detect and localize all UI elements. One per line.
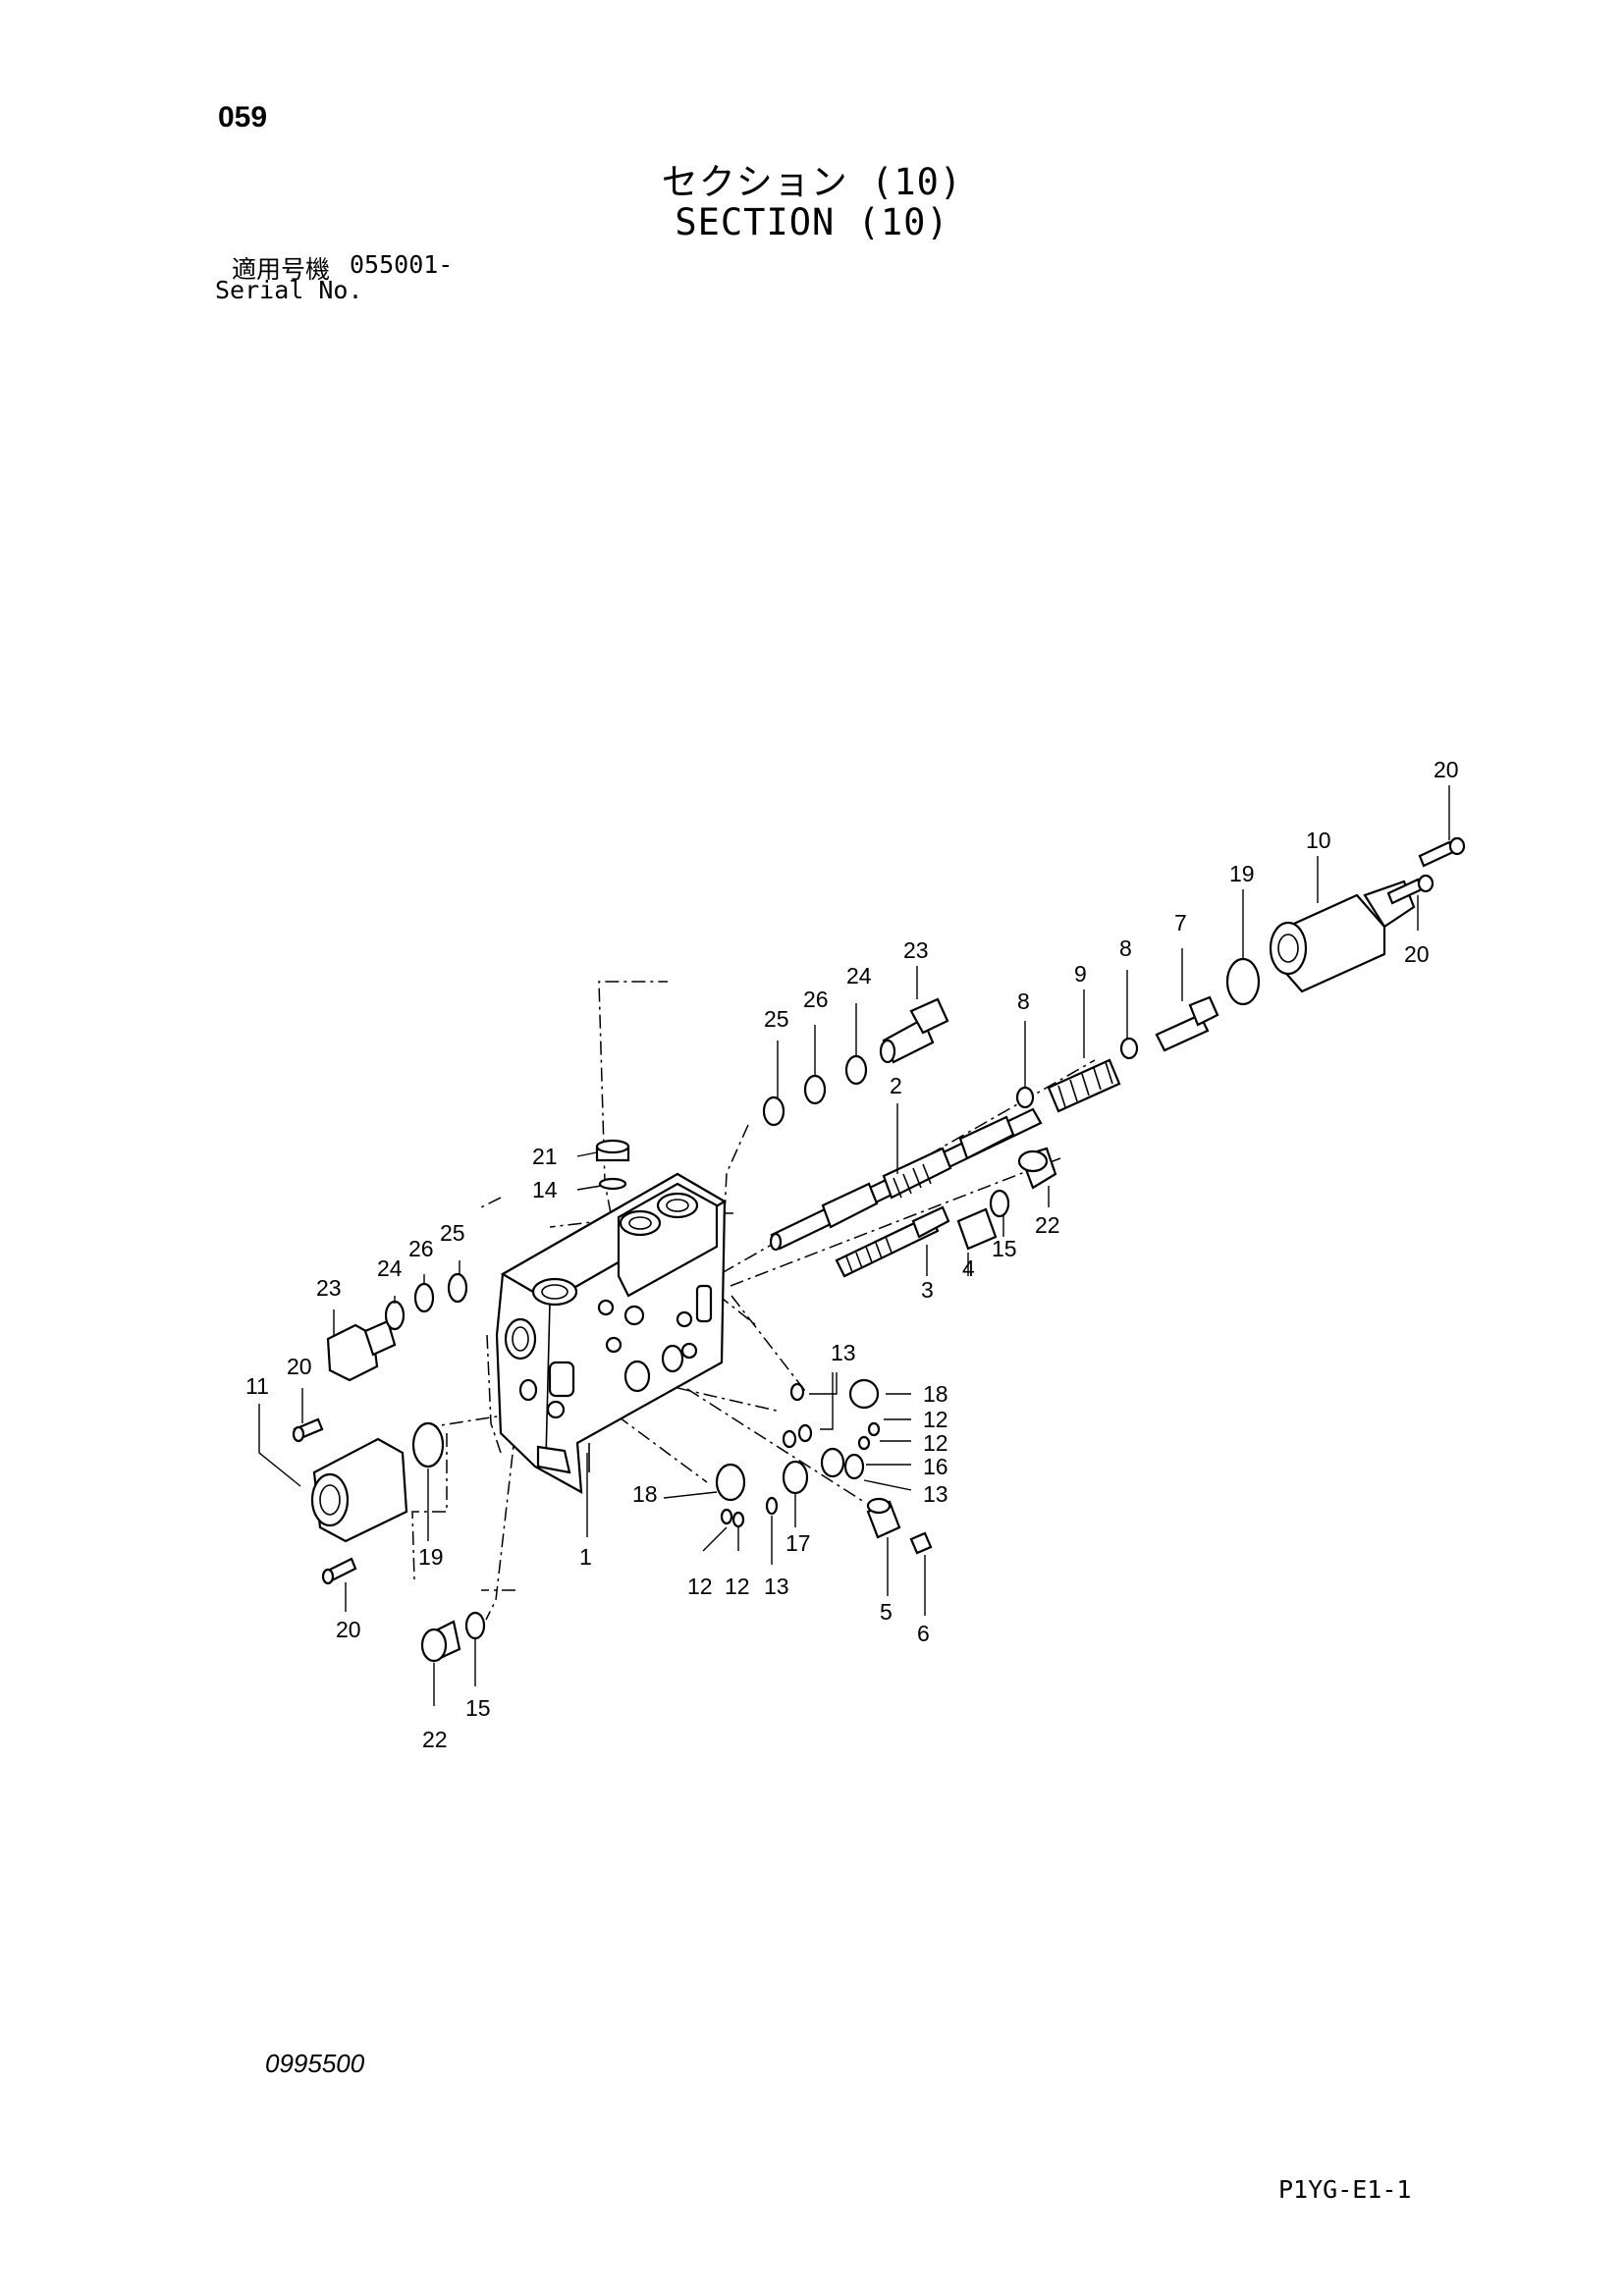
- callout-label: 3: [921, 1277, 934, 1303]
- callout-label: 9: [1074, 961, 1087, 987]
- callout-label: 23: [903, 937, 929, 963]
- callout-label: 12: [725, 1574, 750, 1599]
- callout-label: 25: [440, 1220, 465, 1246]
- callout-label: 12: [923, 1430, 948, 1456]
- callout-label: 8: [1119, 935, 1132, 961]
- callout-label: 17: [785, 1530, 811, 1556]
- valve-body: [495, 1172, 728, 1494]
- section-title-jp: セクション (10): [661, 161, 963, 203]
- leader-lines: [258, 785, 1450, 1706]
- callout-label: 14: [532, 1177, 558, 1202]
- callout-label: 20: [336, 1617, 361, 1642]
- serial-number-value: 055001-: [350, 250, 454, 279]
- callout-label: 22: [422, 1727, 448, 1752]
- cap-left: [292, 1417, 445, 1543]
- orings-top: [762, 1054, 868, 1127]
- callout-label: 18: [632, 1481, 658, 1507]
- callout-label: 1: [579, 1544, 592, 1570]
- plug-5-6: [866, 1497, 933, 1555]
- callout-label: 24: [846, 963, 872, 988]
- callout-label: 22: [1035, 1212, 1060, 1238]
- callout-label: 26: [408, 1236, 434, 1261]
- callout-label: 4: [962, 1255, 975, 1281]
- callout-label: 19: [1229, 861, 1255, 886]
- callout-numbers: 20 10 19 20 7 8 9 8 23 24 26 25 2 21 14 …: [245, 757, 1459, 1752]
- page-number: 059: [218, 101, 268, 133]
- callout-label: 13: [923, 1481, 948, 1507]
- small-orings-cluster: [715, 1378, 881, 1528]
- cap-top: [1269, 880, 1416, 993]
- bolts-top: [1386, 836, 1466, 905]
- callout-label: 13: [764, 1574, 789, 1599]
- callout-label: 19: [418, 1544, 444, 1570]
- callout-label: 25: [764, 1006, 789, 1032]
- oring-top-19: [1225, 957, 1261, 1006]
- spring-assembly: [1015, 995, 1219, 1113]
- callout-label: 12: [923, 1407, 948, 1432]
- callout-label: 13: [831, 1340, 856, 1365]
- spool-rod: [835, 1205, 950, 1278]
- callout-label: 21: [532, 1144, 558, 1169]
- spring: [956, 1207, 998, 1251]
- callout-label: 18: [923, 1381, 948, 1407]
- callout-label: 7: [1174, 910, 1187, 935]
- callout-label: 6: [917, 1621, 930, 1646]
- plug-right: [989, 1147, 1057, 1218]
- section-title-en: SECTION (10): [675, 201, 949, 243]
- callout-label: 5: [880, 1599, 893, 1625]
- page-code: P1YG-E1-1: [1278, 2175, 1412, 2204]
- callout-label: 11: [245, 1373, 269, 1399]
- callout-label: 20: [1404, 941, 1430, 967]
- relief-valve-top: [879, 997, 949, 1064]
- callout-label: 16: [923, 1454, 948, 1479]
- callout-label: 20: [287, 1354, 312, 1379]
- callout-label: 15: [465, 1695, 491, 1721]
- serial-label-en: Serial No.: [215, 276, 363, 304]
- relief-valve-left: [326, 1272, 468, 1382]
- callout-label: 2: [890, 1073, 902, 1098]
- drawing-number: 0995500: [265, 2049, 365, 2078]
- callout-label: 23: [316, 1275, 342, 1301]
- callout-label: 8: [1017, 988, 1030, 1014]
- bolt-bottom-left: [321, 1557, 357, 1585]
- spool: [769, 1107, 1043, 1252]
- callout-label: 12: [687, 1574, 713, 1599]
- callout-label: 24: [377, 1255, 403, 1281]
- plug-bottom: [420, 1611, 486, 1663]
- callout-label: 15: [992, 1236, 1017, 1261]
- callout-label: 10: [1306, 828, 1331, 853]
- callout-label: 26: [803, 987, 829, 1012]
- serial-label-jp: 適用号機: [232, 255, 331, 284]
- plug-21: [595, 1139, 630, 1191]
- callout-label: 20: [1434, 757, 1459, 782]
